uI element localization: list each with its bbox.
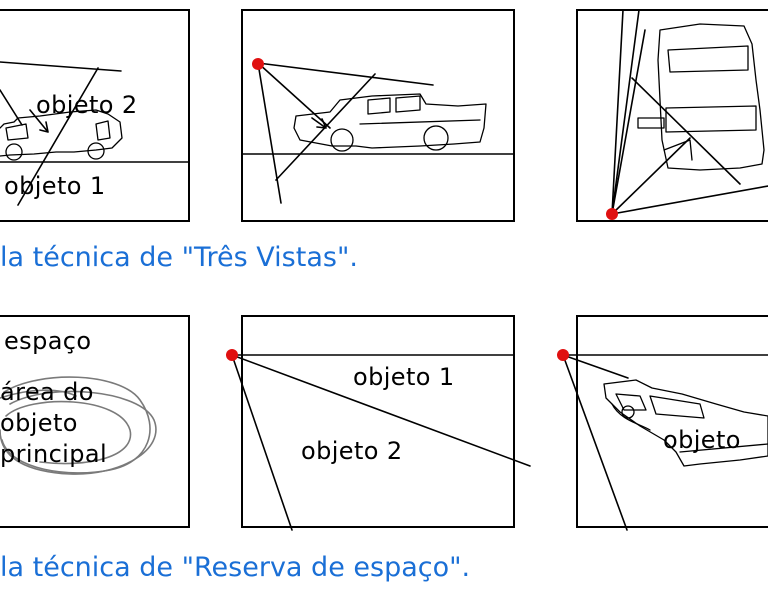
row2-panel3: objeto	[557, 316, 768, 530]
car-line	[360, 120, 480, 124]
row2-panel1: espaço área do objeto principal	[0, 316, 189, 527]
camera-dot-icon	[557, 349, 569, 361]
sight-line	[258, 63, 330, 128]
camera-dot-icon	[226, 349, 238, 361]
sight-line	[258, 63, 281, 203]
label-espaco: espaço	[4, 327, 92, 355]
car-window	[666, 106, 756, 132]
car-window	[96, 121, 110, 140]
row1-panel2	[242, 10, 514, 221]
label-area-line2: objeto	[0, 409, 78, 437]
car-window	[6, 124, 28, 140]
label-objeto-2: objeto 2	[36, 91, 138, 119]
car-wheel	[331, 129, 353, 151]
car-wheel	[424, 126, 448, 150]
car-window	[396, 96, 420, 112]
caption-tres-vistas: la técnica de "Três Vistas".	[0, 242, 358, 273]
camera-dot-icon	[252, 58, 264, 70]
car-window	[616, 394, 646, 410]
label-area-line1: área do	[0, 378, 94, 406]
sight-line	[563, 355, 628, 378]
label-objeto: objeto	[663, 426, 741, 454]
sight-line	[563, 355, 627, 530]
arrow-icon	[312, 118, 326, 128]
row2-panel2: objeto 1 objeto 2	[226, 316, 530, 530]
sight-line	[0, 90, 22, 125]
car-window	[368, 98, 390, 114]
car-wheel	[6, 144, 22, 160]
camera-dot-icon	[606, 208, 618, 220]
row1-panel3-frame	[577, 10, 768, 221]
sight-line	[0, 62, 121, 71]
row1-panel1: objeto 2 objeto 1	[0, 10, 189, 221]
car-mirror	[638, 118, 664, 128]
row2-panel2-frame	[242, 316, 514, 527]
car-window	[668, 46, 748, 72]
label-area-line3: principal	[0, 440, 107, 468]
sight-line	[612, 10, 639, 214]
car-window	[650, 396, 704, 418]
sight-line	[258, 63, 433, 85]
row2-panel3-frame	[577, 316, 768, 527]
caption-reserva-de-espaco: la técnica de "Reserva de espaço".	[0, 552, 470, 583]
label-objeto-1: objeto 1	[353, 363, 455, 391]
car-wheel	[622, 406, 634, 418]
row1-panel3	[577, 10, 768, 221]
label-objeto-1: objeto 1	[4, 172, 106, 200]
label-objeto-2: objeto 2	[301, 437, 403, 465]
row1-panel2-frame	[242, 10, 514, 221]
